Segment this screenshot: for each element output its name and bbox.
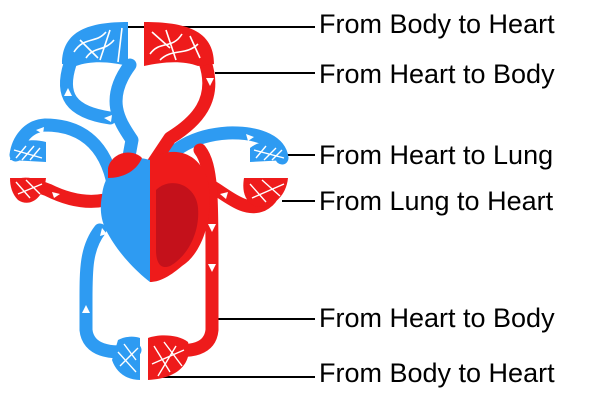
arrow-icon	[64, 88, 72, 96]
arrow-icon	[208, 264, 216, 272]
capillary-bed-upper	[62, 22, 214, 66]
upper-aorta-vessel	[143, 55, 216, 175]
arrow-icon	[246, 134, 254, 141]
capillary-upper-blue	[62, 22, 128, 66]
label-lower-body-to-heart: From Body to Heart	[319, 358, 555, 388]
arrow-icon	[220, 192, 228, 199]
arrow-icon	[206, 78, 214, 86]
capillary-bed-left-lung	[10, 140, 46, 203]
arrow-icon	[100, 228, 107, 236]
heart	[100, 151, 210, 282]
capillary-upper-mesh	[73, 27, 201, 63]
capillary-lower-mesh	[117, 341, 185, 377]
capillary-upper-red	[144, 22, 214, 66]
heart-upper-red-atrium	[108, 152, 142, 178]
label-lower-heart-to-body: From Heart to Body	[319, 303, 555, 333]
arrow-icon	[52, 192, 60, 198]
label-upper-heart-to-body: From Heart to Body	[319, 59, 555, 89]
heart-right-blue	[100, 158, 150, 282]
lung-left-mesh	[13, 145, 43, 199]
lung-right-mesh	[249, 145, 285, 203]
capillary-bed-lower	[112, 335, 189, 380]
upper-blue-loop-vessel	[59, 57, 117, 125]
flow-arrows	[36, 78, 254, 313]
arrow-icon	[36, 127, 44, 134]
heart-left-dark	[156, 183, 199, 268]
label-upper-body-to-heart: From Body to Heart	[319, 9, 555, 39]
upper-vena-cava-vessel	[109, 58, 139, 212]
label-heart-to-lung: From Heart to Lung	[319, 140, 554, 170]
arrow-icon	[104, 115, 112, 122]
arrow-icon	[208, 224, 216, 232]
capillary-bed-right-lung	[243, 142, 288, 207]
lower-vena-cava-vessel	[79, 223, 142, 359]
descending-aorta-vessel	[163, 143, 219, 358]
arrow-icon	[82, 305, 90, 313]
capillary-lower-blue	[112, 336, 140, 380]
label-lung-to-heart: From Lung to Heart	[319, 186, 554, 216]
